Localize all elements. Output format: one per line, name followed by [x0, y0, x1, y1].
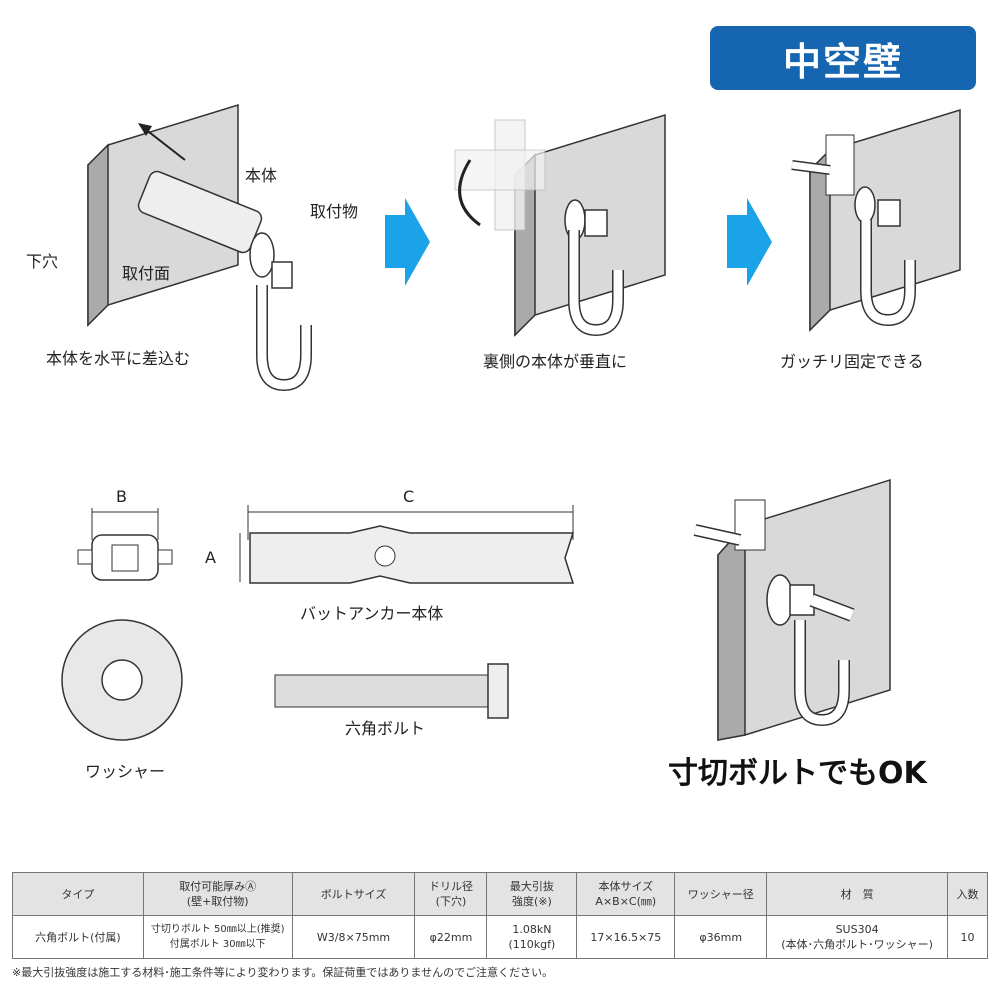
label-pilot-hole: 下穴: [26, 252, 59, 271]
table-cell: 1.08kN (110kgf): [486, 915, 578, 959]
table-cell: 10: [946, 915, 989, 959]
table-header-row: タイプ 取付可能厚みⒶ (壁+取付物) ボルトサイズ ドリル径 (下穴) 最大引…: [12, 872, 989, 916]
table-header: ボルトサイズ: [291, 872, 416, 916]
anchor-side-view: [239, 505, 575, 584]
dim-c: C: [403, 487, 415, 506]
washer: [61, 619, 183, 741]
table-row: 六角ボルト(付属) 寸切りボルト 50㎜以上(推奨) 付属ボルト 30㎜以下 W…: [12, 915, 989, 959]
table-header: ドリル径 (下穴): [414, 872, 488, 916]
step3-illustration: [791, 109, 961, 331]
hollow-wall-badge: 中空壁: [710, 26, 976, 90]
hex-bolt: [274, 663, 509, 719]
table-header: 材 質: [766, 872, 948, 916]
footnote: ※最大引抜強度は施工する材料･施工条件等により変わります。保証荷重ではありません…: [12, 966, 554, 979]
table-cell: φ36mm: [674, 915, 768, 959]
label-mounting-surface: 取付面: [122, 264, 171, 283]
threaded-rod-illustration: [693, 478, 891, 741]
spec-table: タイプ 取付可能厚みⒶ (壁+取付物) ボルトサイズ ドリル径 (下穴) 最大引…: [12, 872, 989, 959]
illustrations: [61, 104, 961, 741]
step2-caption: 裏側の本体が垂直に: [483, 352, 628, 371]
table-header: タイプ: [12, 872, 144, 916]
step3-caption: ガッチリ固定できる: [780, 352, 924, 371]
arrow-right-icon: [385, 198, 430, 286]
washer-label: ワッシャー: [85, 762, 166, 781]
table-header: 取付可能厚みⒶ (壁+取付物): [142, 872, 293, 916]
dim-a: A: [205, 548, 216, 567]
dim-b: B: [116, 487, 127, 506]
table-header: 最大引抜 強度(※): [486, 872, 578, 916]
anchor-end-view: [77, 508, 173, 581]
table-header: 本体サイズ A×B×C(㎜): [576, 872, 676, 916]
table-cell: φ22mm: [414, 915, 488, 959]
step1-caption: 本体を水平に差込む: [46, 349, 191, 368]
table-cell: 寸切りボルト 50㎜以上(推奨) 付属ボルト 30㎜以下: [142, 915, 293, 959]
label-attached-object: 取付物: [310, 202, 359, 221]
anchor-body-label: バットアンカー本体: [300, 604, 444, 623]
arrow-right-icon: [727, 198, 772, 286]
table-header: ワッシャー径: [674, 872, 768, 916]
table-cell: 六角ボルト(付属): [12, 915, 144, 959]
table-cell: W3/8×75mm: [291, 915, 416, 959]
table-cell: 17×16.5×75: [576, 915, 676, 959]
step2-illustration: [454, 114, 666, 335]
table-cell: SUS304 (本体･六角ボルト･ワッシャー): [766, 915, 948, 959]
table-header: 入数: [946, 872, 989, 916]
label-body: 本体: [245, 166, 278, 185]
hex-bolt-label: 六角ボルト: [345, 719, 426, 738]
step1-illustration: [87, 104, 306, 385]
ok-caption: 寸切ボルトでもOK: [668, 756, 927, 791]
